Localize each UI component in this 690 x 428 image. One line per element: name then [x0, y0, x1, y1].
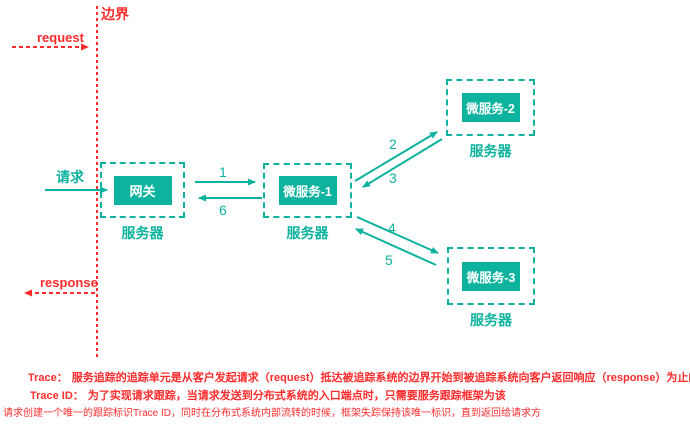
note-trace-term: Trace：	[28, 372, 68, 384]
note-trace-id-continued: 请求创建一个唯一的跟踪标识Trace ID，同时在分布式系统内部流转的时候，框架…	[3, 408, 541, 420]
gateway-server-label: 服务器	[121, 225, 164, 241]
arrow-5	[355, 228, 437, 266]
gateway-dashed-box: 网关	[100, 162, 185, 218]
microservice-1-server-label: 服务器	[286, 225, 329, 241]
arrow-1-label: 1	[219, 164, 227, 180]
arrow-3	[362, 138, 443, 188]
microservice-2-dashed-box: 微服务-2	[446, 79, 535, 136]
request-zh-label: 请求	[56, 169, 84, 185]
note-trace-id-desc: 为了实现请求跟踪，当请求发送到分布式系统的入口端点时，只需要服务跟踪框架为该	[87, 390, 506, 402]
microservice-2-box: 微服务-2	[461, 93, 520, 122]
gateway-node: 网关 服务器	[100, 162, 185, 243]
note-trace-id: Trace ID：为了实现请求跟踪，当请求发送到分布式系统的入口端点时，只需要服…	[30, 390, 506, 403]
arrow-5-label: 5	[385, 252, 393, 268]
arrow-4-label: 4	[388, 220, 396, 236]
note-trace: Trace：服务追踪的追踪单元是从客户发起请求（request）抵达被追踪系统的…	[28, 372, 690, 385]
request-label: request	[37, 30, 84, 45]
microservice-1-node: 微服务-1 服务器	[263, 163, 352, 243]
microservice-2-node: 微服务-2 服务器	[446, 79, 535, 161]
arrow-2-label: 2	[389, 136, 397, 152]
arrow-2	[354, 131, 438, 182]
microservice-3-box: 微服务-3	[462, 261, 520, 291]
note-trace-id-term: Trace ID：	[30, 390, 84, 402]
response-label: response	[40, 275, 98, 290]
microservice-2-server-label: 服务器	[469, 143, 512, 159]
microservice-1-dashed-box: 微服务-1	[263, 163, 352, 218]
microservice-1-box: 微服务-1	[278, 176, 337, 205]
microservice-3-server-label: 服务器	[470, 312, 512, 328]
note-trace-desc: 服务追踪的追踪单元是从客户发起请求（request）抵达被追踪系统的边界开始到被…	[71, 372, 690, 384]
note-trace-id-cont-text: 请求创建一个唯一的跟踪标识Trace ID，同时在分布式系统内部流转的时候，框架…	[3, 408, 541, 419]
gateway-box: 网关	[113, 175, 172, 205]
arrow-4	[356, 216, 439, 254]
arrow-6-label: 6	[219, 202, 227, 218]
microservice-3-node: 微服务-3 服务器	[447, 247, 535, 330]
microservice-3-dashed-box: 微服务-3	[447, 247, 535, 305]
boundary-label: 边界	[101, 6, 129, 22]
arrow-3-label: 3	[389, 170, 397, 186]
